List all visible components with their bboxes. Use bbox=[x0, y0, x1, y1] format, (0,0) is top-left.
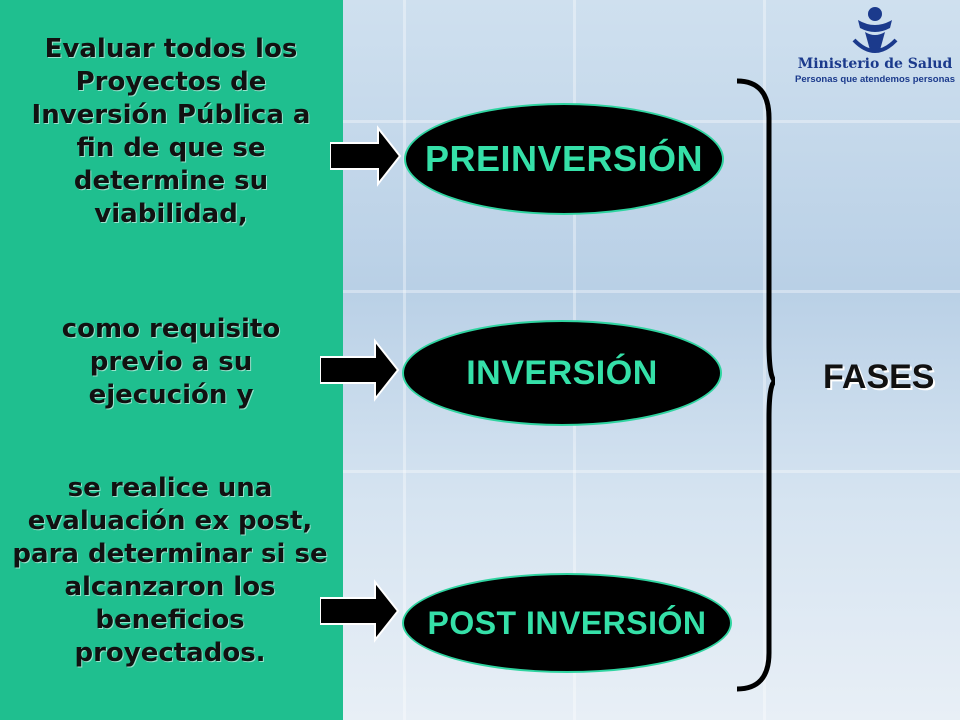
logo-name: Ministerio de Salud bbox=[797, 56, 953, 72]
objective-text-viability: Evaluar todos los Proyectos de Inversión… bbox=[31, 34, 311, 229]
fases-label: FASES bbox=[823, 358, 935, 396]
phase-label: PREINVERSIÓN bbox=[424, 138, 704, 179]
phase-post-inversion: POST INVERSIÓN bbox=[402, 573, 732, 673]
objective-text-expost: se realice una evaluación ex post, para … bbox=[12, 473, 328, 668]
phase-label: INVERSIÓN bbox=[466, 353, 658, 392]
objective-text-requirement: como requisito previo a su ejecución y bbox=[61, 314, 281, 410]
phase-preinversion: PREINVERSIÓN bbox=[404, 103, 724, 215]
ministerio-logo: Ministerio de Salud Personas que atendem… bbox=[795, 6, 955, 86]
arrow-icon bbox=[330, 125, 402, 187]
person-logo-icon bbox=[852, 7, 898, 53]
left-text-panel bbox=[0, 0, 343, 720]
phase-label: POST INVERSIÓN bbox=[427, 604, 707, 641]
curly-brace bbox=[736, 78, 775, 692]
arrow-icon bbox=[320, 579, 400, 643]
logo-tagline: Personas que atendemos personas bbox=[795, 74, 955, 85]
phase-inversion: INVERSIÓN bbox=[402, 320, 722, 426]
arrow-icon bbox=[320, 338, 400, 402]
